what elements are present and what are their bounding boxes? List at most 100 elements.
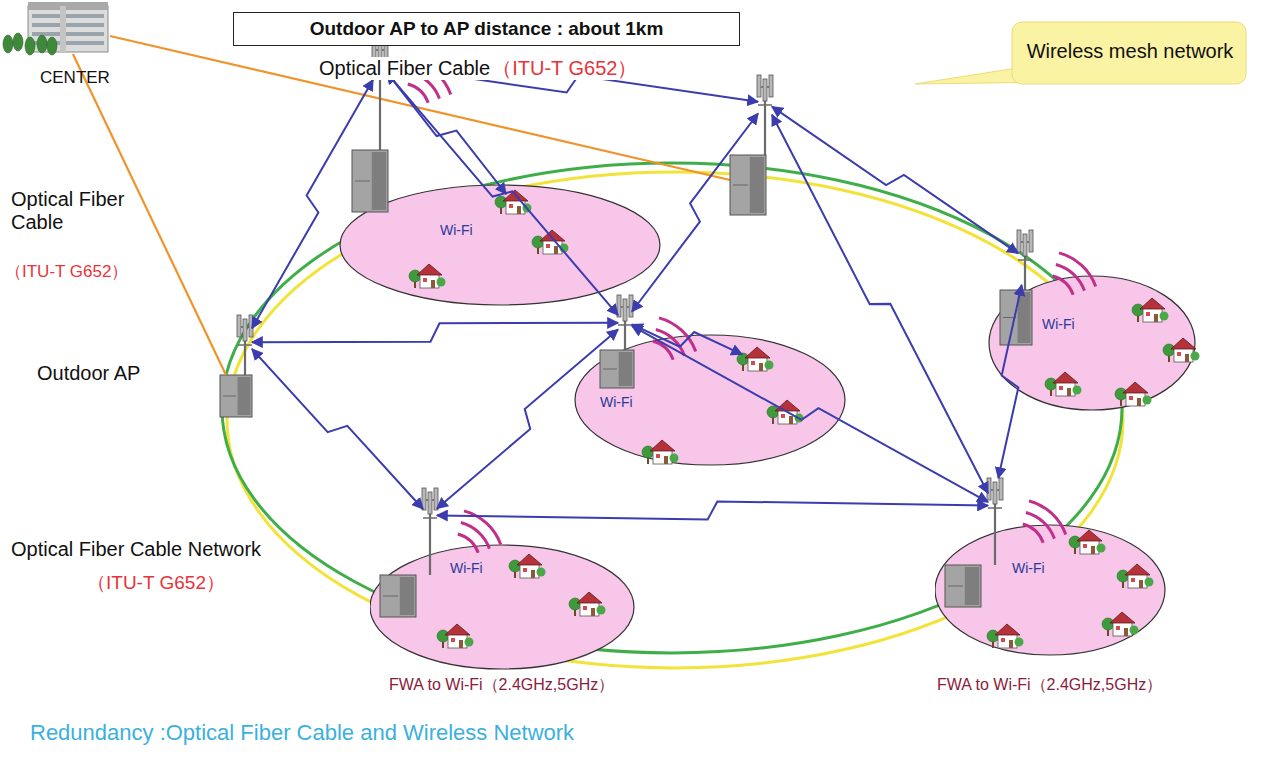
wireless-link — [387, 73, 506, 194]
house-door — [591, 608, 595, 616]
house-window — [781, 414, 785, 418]
node-label: Wi-Fi — [1010, 560, 1047, 576]
wifi-signal-arc — [1056, 264, 1085, 290]
house-window — [1177, 352, 1181, 356]
house-icon — [1045, 372, 1082, 396]
house-icon — [1069, 530, 1106, 554]
house-icon — [569, 592, 606, 616]
antenna-anchor — [238, 315, 252, 370]
building-body — [28, 6, 108, 52]
node-label: Wi-Fi — [598, 394, 635, 410]
tree — [1045, 378, 1057, 390]
house-wall — [1113, 622, 1132, 636]
node-shape — [935, 476, 1170, 701]
house-roof — [1077, 530, 1102, 541]
house-wall — [748, 357, 767, 371]
house-wall — [420, 274, 439, 288]
house-window — [1059, 386, 1063, 390]
wifi-signal — [1023, 501, 1066, 543]
center-building: CENTER — [0, 0, 118, 96]
house-icon — [767, 400, 804, 424]
tree — [1073, 386, 1082, 395]
outdoor-ap-tower — [730, 75, 773, 215]
tree — [1132, 304, 1144, 316]
access-point-cell: Wi-Fi — [985, 228, 1210, 413]
house-window — [1146, 312, 1150, 316]
tree — [409, 270, 421, 282]
building-window-row — [32, 14, 104, 18]
tree — [537, 568, 546, 577]
antenna-panel — [757, 75, 761, 97]
house-roof — [1123, 382, 1148, 393]
tree — [560, 244, 569, 253]
house-icon — [1117, 564, 1154, 588]
building-pillar — [60, 6, 66, 52]
tree — [523, 204, 532, 213]
antenna-bar — [758, 104, 772, 106]
antenna-anchor — [988, 478, 1002, 533]
wifi-signal-arc — [1023, 524, 1043, 543]
tree — [37, 35, 47, 53]
fiber-standard: （ITU-T G652） — [86, 572, 226, 594]
house-roof — [417, 264, 442, 275]
wireless-link — [252, 349, 423, 509]
optical-fiber-line — [73, 54, 226, 375]
house-roof — [577, 592, 602, 603]
tree — [795, 414, 804, 423]
antenna-panel — [422, 488, 426, 510]
cabinet-anchor — [600, 350, 634, 388]
house-roof — [650, 440, 675, 451]
caption: Redundancy :Optical Fiber Cable and Wire… — [30, 720, 574, 745]
house-door — [759, 363, 763, 371]
wifi-coverage-area — [370, 545, 634, 669]
house-window — [423, 278, 427, 282]
outdoor-ap-tower — [220, 315, 253, 417]
house-door — [531, 570, 535, 578]
ap-cabinet — [1000, 290, 1032, 345]
wifi-coverage-area — [989, 276, 1195, 410]
ap-cabinet-seam — [948, 586, 963, 587]
ap-cabinet — [380, 575, 416, 617]
house-icon — [437, 624, 474, 648]
ap-cabinet-side — [619, 352, 633, 386]
antenna-panel — [617, 295, 621, 317]
tree — [597, 606, 606, 615]
antenna-panel — [993, 482, 997, 504]
house-icon — [1163, 338, 1200, 362]
house-window — [583, 606, 587, 610]
house-roof — [775, 400, 800, 411]
antenna-panel — [987, 478, 991, 500]
antenna-panel — [1029, 230, 1033, 252]
house-door — [1154, 314, 1158, 322]
antenna-anchor — [423, 488, 437, 543]
house-window — [751, 361, 755, 365]
tree — [1163, 344, 1175, 356]
tree — [569, 598, 581, 610]
tree — [1097, 544, 1106, 553]
wifi-signal-arc — [653, 341, 673, 360]
house-door — [1091, 546, 1095, 554]
center-building-icon — [3, 2, 108, 55]
house-icon — [1132, 298, 1169, 322]
ap-cabinet — [352, 150, 388, 212]
node-graphics — [989, 230, 1200, 410]
house-wall — [506, 200, 525, 214]
house-door — [1009, 640, 1013, 648]
ap-cabinet-seam — [383, 596, 398, 597]
antenna-panel — [1017, 230, 1021, 252]
outdoor-ap-tower — [600, 295, 634, 388]
house-wall — [998, 634, 1017, 648]
house-roof — [1110, 612, 1135, 623]
house-icon — [642, 440, 679, 464]
building-window-row — [32, 23, 104, 27]
house-roof — [995, 624, 1020, 635]
tree — [1160, 312, 1169, 321]
antenna-panel — [237, 315, 241, 337]
house-wall — [1126, 392, 1145, 406]
cabinet-anchor — [220, 375, 252, 417]
house-window — [523, 568, 527, 572]
house-roof — [503, 190, 528, 201]
house-window — [1001, 638, 1005, 642]
wifi-coverage-area — [935, 525, 1165, 655]
wifi-signal-arc — [1053, 276, 1073, 295]
